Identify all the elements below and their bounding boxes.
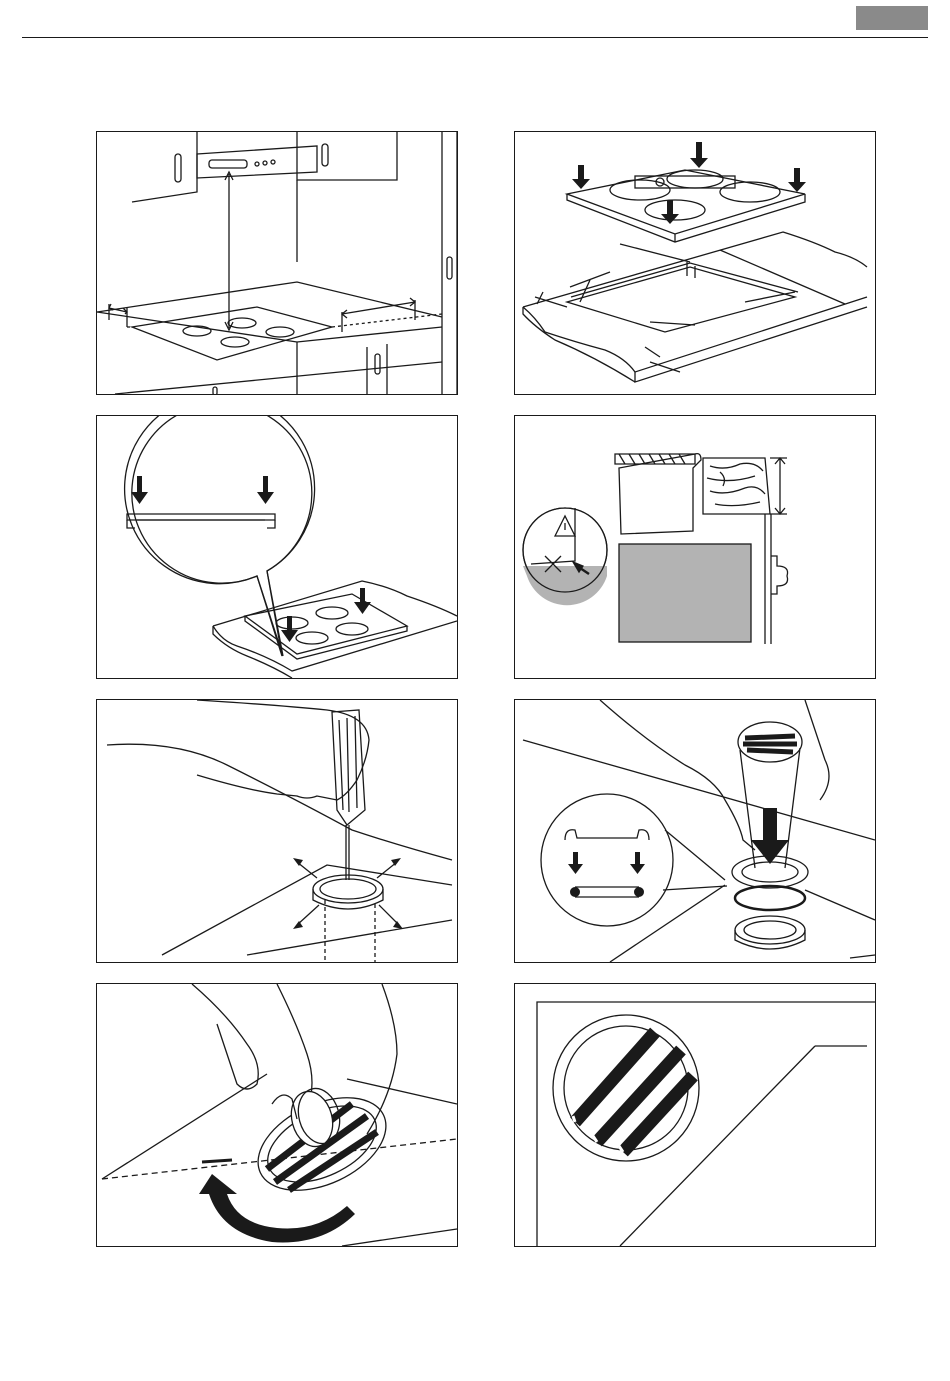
vent-grille-closeup-drawing	[515, 984, 875, 1246]
hob-cutout-dimensions-drawing	[515, 132, 875, 394]
figure-rotate-grille	[96, 983, 458, 1247]
figure-grille-closeup	[514, 983, 876, 1247]
header-rule	[22, 37, 928, 38]
figure-screwdriver-hole	[96, 699, 458, 963]
press-fit-vent-drawing	[515, 700, 875, 962]
section-tab	[856, 6, 928, 30]
screwdriver-hole-drawing	[97, 700, 457, 962]
worktop-section-warning-drawing	[515, 416, 875, 678]
rotate-vent-grille-drawing	[97, 984, 457, 1246]
figure-worktop-section	[514, 415, 876, 679]
figure-press-vent	[514, 699, 876, 963]
figure-cutout-dimensions	[514, 131, 876, 395]
figure-seal-detail	[96, 415, 458, 679]
figure-hood-clearance	[96, 131, 458, 395]
hood-above-hob-clearance-drawing	[97, 132, 457, 394]
hob-seal-detail-drawing	[97, 416, 457, 678]
